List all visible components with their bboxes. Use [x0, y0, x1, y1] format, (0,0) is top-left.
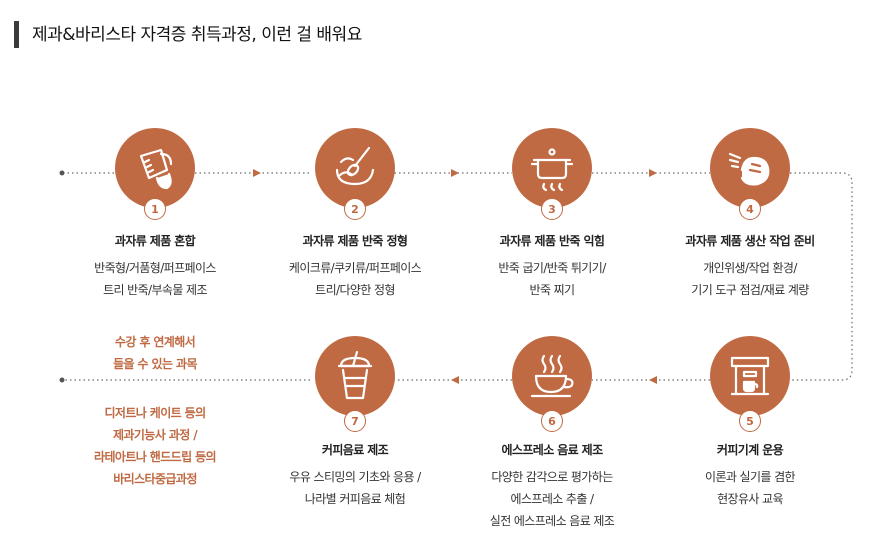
- cooking-pot-icon: [530, 148, 574, 192]
- step-2-number: 2: [344, 198, 366, 220]
- hot-coffee-cup-icon: [530, 354, 574, 398]
- step-1-title: 과자류 제품 혼합: [114, 234, 196, 248]
- step-7-number: 7: [344, 410, 366, 432]
- step-5-title: 커피기계 운용: [716, 443, 784, 457]
- iced-drink-icon: [337, 350, 373, 400]
- step-7-description: 우유 스티밍의 기초와 응용 /나라별 커피음료 체험: [289, 470, 421, 506]
- step-7-title: 커피음료 제조: [321, 443, 389, 457]
- mixing-pitcher-icon: [139, 148, 173, 190]
- step-3-title: 과자류 제품 반죽 익힘: [499, 234, 605, 248]
- step-3-description: 반죽 굽기/반죽 튀기기/반죽 찌기: [498, 261, 606, 297]
- step-4-description: 개인위생/작업 환경/기기 도구 점검/재료 계량: [691, 261, 809, 297]
- arrow-right-icon: [253, 169, 261, 177]
- page-title: 제과&바리스타 자격증 취득과정, 이런 걸 배워요: [32, 25, 362, 45]
- espresso-machine-icon: [730, 356, 770, 396]
- step-4-icon-circle: [710, 128, 790, 208]
- title-accent-bar: [14, 21, 19, 48]
- step-4-number: 4: [739, 198, 761, 220]
- step-3-icon-circle: [512, 128, 592, 208]
- step-1-icon-circle: [115, 128, 195, 208]
- flow-start-dot: [59, 170, 65, 176]
- flow-end-dot: [59, 377, 65, 383]
- step-6-number: 6: [541, 410, 563, 432]
- step-2-title: 과자류 제품 반죽 정형: [302, 234, 408, 248]
- arrow-left-icon: [649, 376, 657, 384]
- step-3-number: 3: [541, 198, 563, 220]
- step-6-icon-circle: [512, 336, 592, 416]
- step-2-icon-circle: [315, 128, 395, 208]
- step-1-number: 1: [144, 198, 166, 220]
- arrow-left-icon: [451, 376, 459, 384]
- step-6-title: 에스프레소 음료 제조: [501, 443, 603, 457]
- step-5-number: 5: [739, 410, 761, 432]
- step-7-icon-circle: [315, 336, 395, 416]
- step-4-title: 과자류 제품 생산 작업 준비: [685, 234, 815, 248]
- whisk-bowl-icon: [335, 146, 375, 186]
- step-5-icon-circle: [710, 336, 790, 416]
- arrow-right-icon: [451, 169, 459, 177]
- arrow-right-icon: [649, 169, 657, 177]
- hand-washing-icon: [728, 152, 770, 186]
